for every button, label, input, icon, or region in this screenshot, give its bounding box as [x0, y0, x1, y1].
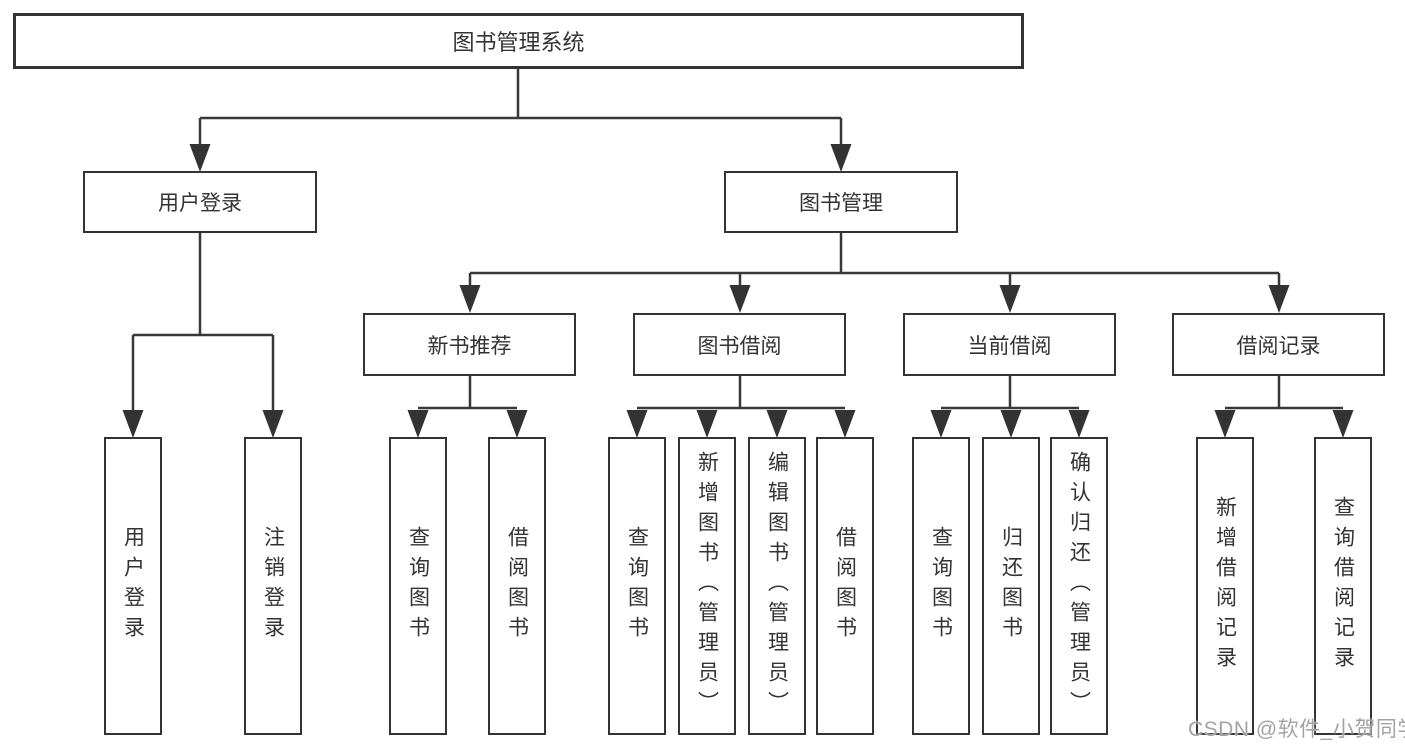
leaf-add-borrow-record-label: 新增借阅记录 — [1213, 496, 1237, 676]
node-borrowing-records: 借阅记录 — [1172, 313, 1385, 376]
leaf-query-borrow-record: 查询借阅记录 — [1314, 437, 1372, 735]
leaf-query-books-current-label: 查询图书 — [929, 526, 953, 646]
arrowheads — [122, 144, 1354, 438]
leaf-confirm-return-admin: 确认归还（管理员） — [1050, 437, 1108, 735]
node-root: 图书管理系统 — [13, 13, 1024, 69]
leaf-borrow-books-recommend-label: 借阅图书 — [505, 526, 529, 646]
leaf-logout: 注销登录 — [244, 437, 302, 735]
leaf-return-books-label: 归还图书 — [999, 526, 1023, 646]
leaf-add-book-admin-label: 新增图书（管理员） — [695, 451, 719, 721]
node-new-book-recommendation: 新书推荐 — [363, 313, 576, 376]
leaf-query-books-recommend: 查询图书 — [389, 437, 447, 735]
leaf-query-books-borrowing: 查询图书 — [608, 437, 666, 735]
leaf-edit-book-admin-label: 编辑图书（管理员） — [765, 451, 789, 721]
leaf-query-books-current: 查询图书 — [912, 437, 970, 735]
leaf-return-books: 归还图书 — [982, 437, 1040, 735]
leaf-user-login-label: 用户登录 — [121, 526, 145, 646]
node-current-borrowing: 当前借阅 — [903, 313, 1116, 376]
node-user-login: 用户登录 — [83, 171, 317, 233]
node-book-borrowing: 图书借阅 — [633, 313, 846, 376]
leaf-borrow-books-label: 借阅图书 — [833, 526, 857, 646]
leaf-confirm-return-admin-label: 确认归还（管理员） — [1067, 451, 1091, 721]
watermark: CSDN @软件_小贺同学 — [1188, 718, 1405, 741]
leaf-query-borrow-record-label: 查询借阅记录 — [1331, 496, 1355, 676]
leaf-query-books-recommend-label: 查询图书 — [406, 526, 430, 646]
leaf-user-login: 用户登录 — [104, 437, 162, 735]
leaf-add-book-admin: 新增图书（管理员） — [678, 437, 736, 735]
leaf-add-borrow-record: 新增借阅记录 — [1196, 437, 1254, 735]
leaf-edit-book-admin: 编辑图书（管理员） — [748, 437, 806, 735]
leaf-borrow-books: 借阅图书 — [816, 437, 874, 735]
leaf-logout-label: 注销登录 — [261, 526, 285, 646]
leaf-borrow-books-recommend: 借阅图书 — [488, 437, 546, 735]
leaf-query-books-borrowing-label: 查询图书 — [625, 526, 649, 646]
node-book-management: 图书管理 — [724, 171, 958, 233]
